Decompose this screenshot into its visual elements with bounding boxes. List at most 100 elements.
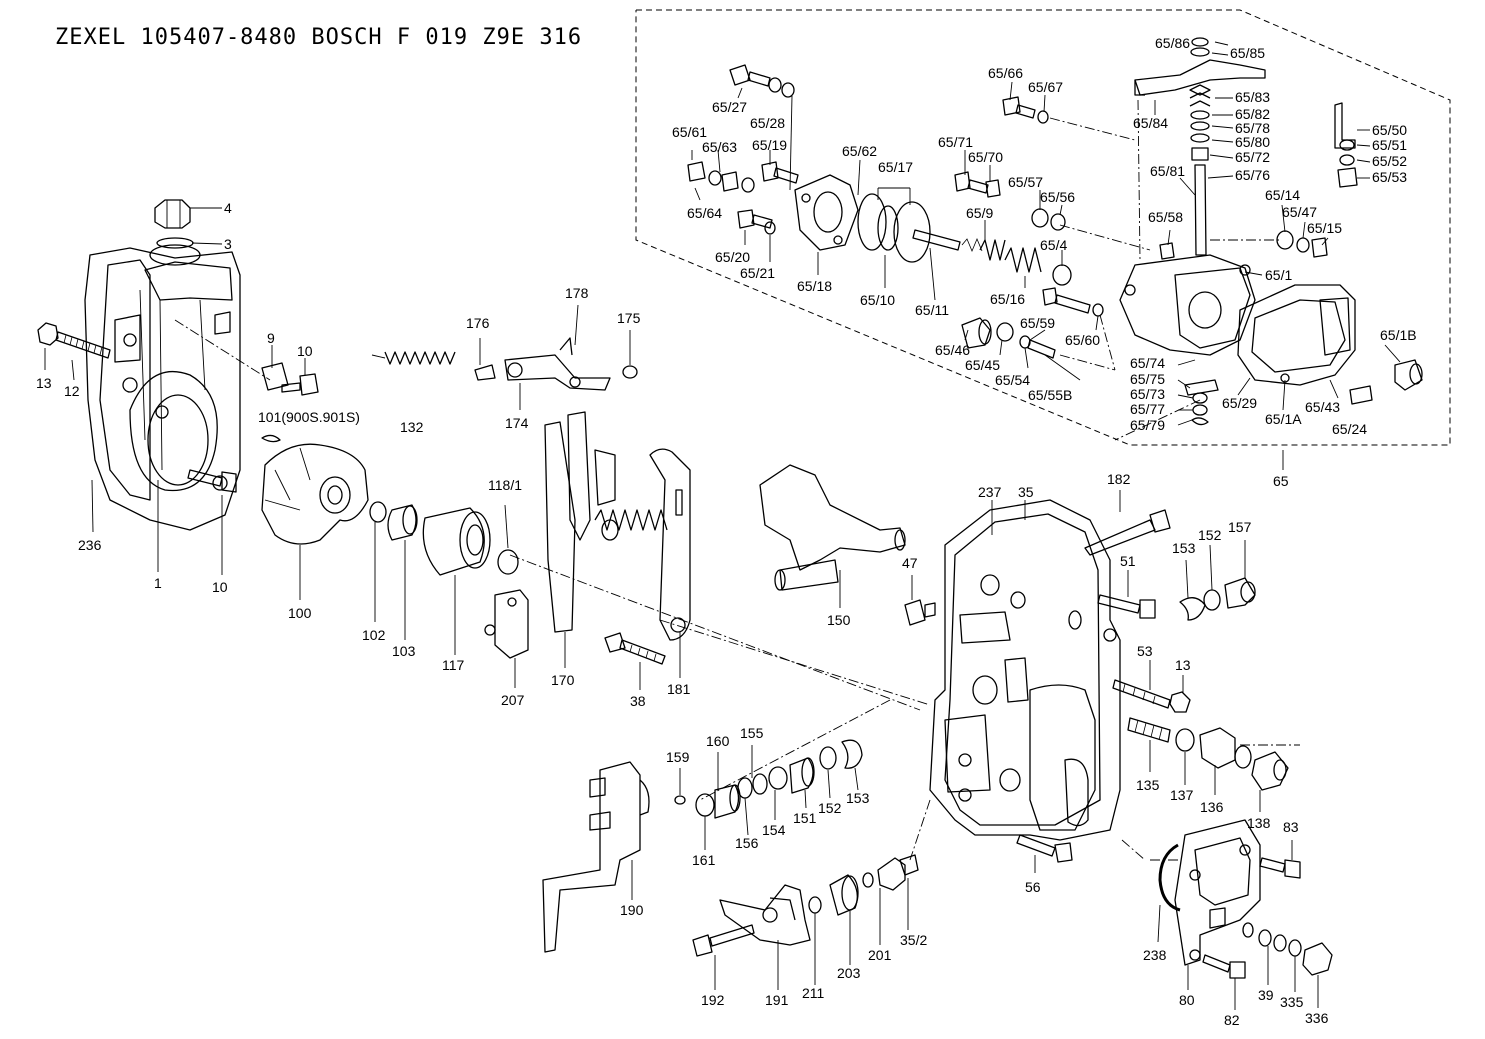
label-39: 39 [1258, 987, 1274, 1003]
screw-65-55B [1027, 339, 1056, 359]
label-65-77: 65/77 [1130, 401, 1165, 417]
label-13b: 13 [1175, 657, 1191, 673]
bushing-151 [789, 757, 815, 794]
label-118-1: 118/1 [488, 477, 522, 493]
label-335: 335 [1280, 994, 1304, 1010]
washer-65-67 [1037, 110, 1049, 124]
washer-335 [1288, 939, 1302, 957]
label-65-72: 65/72 [1235, 149, 1270, 165]
screw-65-43 [1349, 385, 1373, 405]
label-65-11: 65/11 [915, 302, 949, 318]
label-156: 156 [735, 835, 759, 851]
label-65-54: 65/54 [995, 372, 1030, 388]
nut-65-57 [1031, 208, 1049, 228]
label-65-43: 65/43 [1305, 399, 1340, 415]
washer-65-82 [1190, 110, 1210, 120]
label-4: 4 [224, 200, 232, 216]
seal-unlabeled [1242, 922, 1254, 938]
label-236: 236 [78, 537, 102, 553]
bracket-65-84 [1134, 59, 1266, 96]
label-65-76: 65/76 [1235, 167, 1270, 183]
label-238: 238 [1143, 947, 1167, 963]
bolt-65-20 [737, 209, 773, 229]
gasket-238 [1158, 843, 1181, 912]
tension-lever-170 [544, 411, 668, 633]
cap-nut-336 [1302, 942, 1333, 976]
washer-65-73 [1192, 392, 1208, 404]
label-175: 175 [617, 310, 641, 326]
label-176: 176 [466, 315, 490, 331]
label-159: 159 [666, 749, 690, 765]
seat-65-4 [1052, 264, 1072, 286]
washer-137 [1175, 728, 1195, 752]
label-152b: 152 [818, 800, 842, 816]
label-65-16: 65/16 [990, 291, 1025, 307]
shaft-65-11 [912, 229, 983, 253]
label-207: 207 [501, 692, 525, 708]
label-65-27: 65/27 [712, 99, 747, 115]
label-47: 47 [902, 555, 918, 571]
label-65-82: 65/82 [1235, 106, 1270, 122]
screw-65-58 [1159, 242, 1175, 260]
washer-unlabeled-2 [1273, 934, 1287, 952]
label-65-10: 65/10 [860, 292, 895, 308]
label-136: 136 [1200, 799, 1224, 815]
diaphragm-203 [829, 874, 859, 916]
o-ring-152 [1203, 589, 1221, 611]
label-65-62: 65/62 [842, 143, 877, 159]
label-160: 160 [706, 733, 730, 749]
washer-65-60 [1092, 303, 1104, 317]
label-65-57: 65/57 [1008, 174, 1043, 190]
label-135: 135 [1136, 777, 1160, 793]
label-13a: 13 [36, 375, 52, 391]
label-65-20: 65/20 [715, 249, 750, 265]
lever-181 [649, 448, 691, 641]
diagram-title: ZEXEL 105407-8480 BOSCH F 019 Z9E 316 [55, 25, 582, 50]
label-9: 9 [267, 330, 275, 346]
label-65-79: 65/79 [1130, 417, 1165, 433]
washer-65-45 [996, 322, 1014, 342]
washer-161 [695, 793, 715, 817]
label-65-60: 65/60 [1065, 332, 1100, 348]
label-182: 182 [1107, 471, 1131, 487]
label-102: 102 [362, 627, 386, 643]
label-65-14: 65/14 [1265, 187, 1300, 203]
label-150: 150 [827, 612, 851, 628]
label-103: 103 [392, 643, 416, 659]
label-65-63: 65/63 [702, 139, 737, 155]
label-170: 170 [551, 672, 575, 688]
spring-65-9 [979, 239, 1006, 261]
label-211: 211 [802, 985, 825, 1001]
label-237: 237 [978, 484, 1002, 500]
screw-35-2 [877, 854, 919, 891]
nut-175 [622, 365, 638, 379]
plug-bolt-4 [154, 199, 191, 229]
label-192: 192 [701, 992, 725, 1008]
label-138: 138 [1247, 815, 1271, 831]
washer-65-56 [1050, 213, 1066, 231]
screw-65-53 [1337, 167, 1358, 188]
label-65-1B: 65/1B [1380, 327, 1417, 343]
washer-65-64 [708, 170, 722, 186]
circlip-153b [841, 739, 863, 769]
bolt-65-66 [1002, 96, 1036, 119]
washer-154 [768, 766, 788, 790]
label-56: 56 [1025, 879, 1041, 895]
circlip-153 [1179, 597, 1206, 621]
label-65-85: 65/85 [1230, 45, 1265, 61]
label-65-83: 65/83 [1235, 89, 1270, 105]
label-174: 174 [505, 415, 529, 431]
label-65-15: 65/15 [1307, 220, 1342, 236]
plate-65-75 [1184, 379, 1219, 396]
label-65-50: 65/50 [1372, 122, 1407, 138]
washer-211 [808, 896, 822, 914]
label-65: 65 [1273, 473, 1289, 489]
washer-65-77 [1192, 404, 1208, 416]
assembly-65-boundary [635, 9, 1451, 446]
label-51: 51 [1120, 553, 1136, 569]
flyweight-holder-100 [261, 443, 369, 545]
label-65-18: 65/18 [797, 278, 832, 294]
cover-65-29 [1237, 284, 1356, 386]
washer-102 [369, 501, 387, 523]
